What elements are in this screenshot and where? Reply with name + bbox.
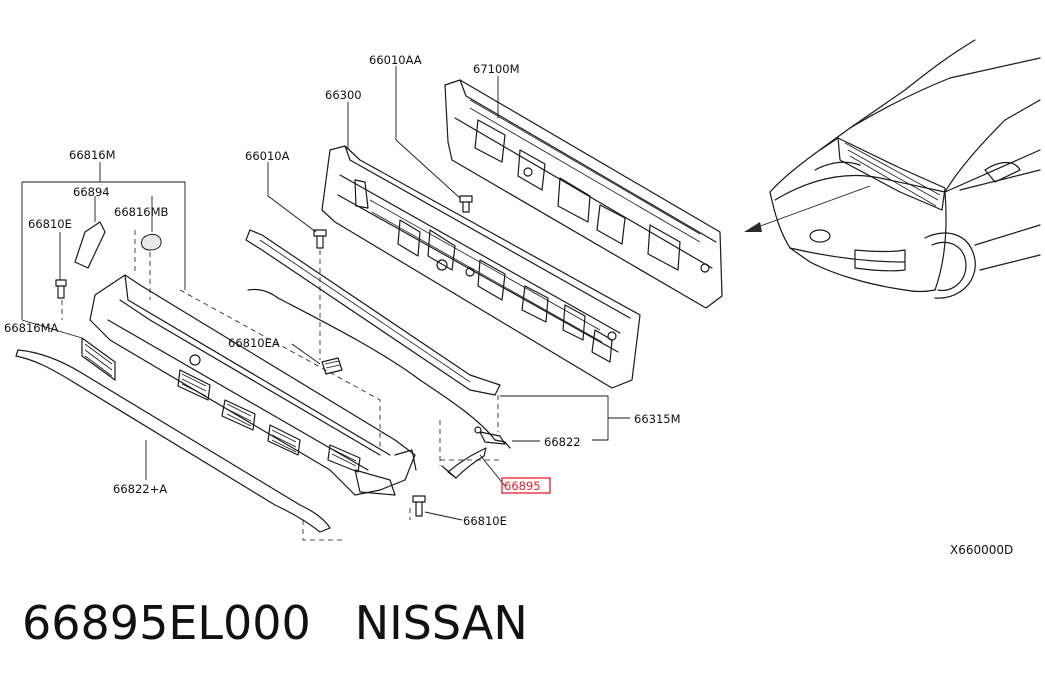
diagram-code: X660000D [950,543,1014,557]
side-grille-piece [81,337,116,381]
callout-66895-highlighted: 66895 [504,479,541,493]
callout-66810E-top: 66810E [28,217,72,231]
cowl-seal-66822A [15,349,331,533]
brand-name: NISSAN [354,596,528,650]
callout-66315M: 66315M [634,412,681,426]
part-number: 66895EL000 [22,596,311,650]
highlight-box-66895 [501,477,551,494]
car-front-illustration [744,39,1041,299]
leader-lines [21,66,630,521]
clip-66810EA [321,357,343,375]
cowl-panel-67100M [444,79,723,309]
part-caption: 66895EL000 NISSAN [22,596,528,650]
alignment-lines [61,230,500,541]
callout-66894: 66894 [73,185,110,199]
callout-67100M: 67100M [473,62,520,76]
callout-66816MA: 66816MA [4,321,59,335]
dash-upper-panel-66300 [321,145,641,389]
nozzle-66895 [441,447,487,479]
callout-66822A: 66822+A [113,482,167,496]
screw-66810E-top [55,279,67,299]
callout-66810E-bottom: 66810E [463,514,507,528]
callout-66816M: 66816M [69,148,116,162]
screw-66810E-bottom [412,495,426,517]
grommet-66816MB [141,233,162,251]
callout-66300: 66300 [325,88,362,102]
callout-66010A: 66010A [245,149,290,163]
bracket-66894 [74,221,106,269]
washer-tube-66822 [245,229,511,449]
screw-66010A [313,229,327,249]
callout-labels: 66010AA 67100M 66300 66010A 66816M 66894… [4,53,681,528]
screw-66010AA [459,195,473,213]
callout-66822: 66822 [544,435,581,449]
callout-66010AA: 66010AA [369,53,422,67]
callout-66816MB: 66816MB [114,205,169,219]
callout-66810EA: 66810EA [228,336,280,350]
cowl-top-cover [89,274,417,496]
